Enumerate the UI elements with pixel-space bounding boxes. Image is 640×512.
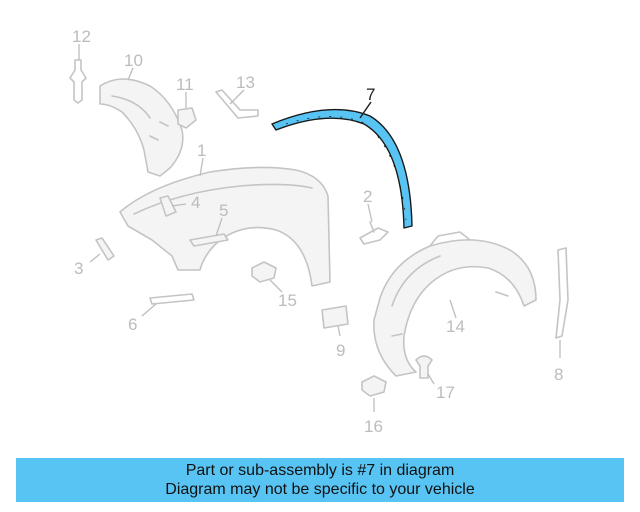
callout-12: 12 xyxy=(72,27,91,46)
part-16-nut xyxy=(361,375,387,397)
info-banner: Part or sub-assembly is #7 in diagram Di… xyxy=(16,458,624,502)
part-1-fender xyxy=(119,166,331,287)
callout-9: 9 xyxy=(336,341,345,360)
callout-10: 10 xyxy=(124,51,143,70)
parts-diagram: 12 10 11 13 7 1 2 4 5 3 15 6 14 9 8 17 1… xyxy=(69,27,569,436)
callout-16: 16 xyxy=(364,417,383,436)
part-10-splash-shield xyxy=(99,78,184,177)
part-9-pad xyxy=(321,305,349,329)
part-12-clip xyxy=(69,59,87,104)
callout-4: 4 xyxy=(191,193,200,212)
part-7-wheel-opening-molding xyxy=(271,108,413,229)
part-13-brace xyxy=(215,89,259,119)
part-14-wheelhouse-liner xyxy=(373,231,537,377)
banner-line-1: Part or sub-assembly is #7 in diagram xyxy=(185,462,455,479)
part-17-screw xyxy=(415,355,433,379)
callout-1: 1 xyxy=(197,141,206,160)
callout-2: 2 xyxy=(363,187,372,206)
part-5-emblem xyxy=(189,233,229,247)
callout-8: 8 xyxy=(554,365,563,384)
callout-17: 17 xyxy=(436,383,455,402)
banner-line-2: Diagram may not be specific to your vehi… xyxy=(165,481,475,498)
callout-11: 11 xyxy=(176,75,194,94)
part-15-nut xyxy=(251,261,277,283)
callout-6: 6 xyxy=(128,315,137,334)
callout-7: 7 xyxy=(366,85,375,104)
callout-3: 3 xyxy=(74,259,83,278)
part-2-bracket xyxy=(359,221,389,245)
callout-5: 5 xyxy=(219,201,228,220)
part-8-molding xyxy=(555,247,569,339)
part-11-bracket xyxy=(177,107,197,129)
callout-13: 13 xyxy=(236,73,255,92)
part-3-clip xyxy=(95,237,115,261)
part-6-strip xyxy=(149,293,195,305)
callout-14: 14 xyxy=(446,317,465,336)
callout-15: 15 xyxy=(278,291,297,310)
part-4-bracket xyxy=(159,195,177,217)
